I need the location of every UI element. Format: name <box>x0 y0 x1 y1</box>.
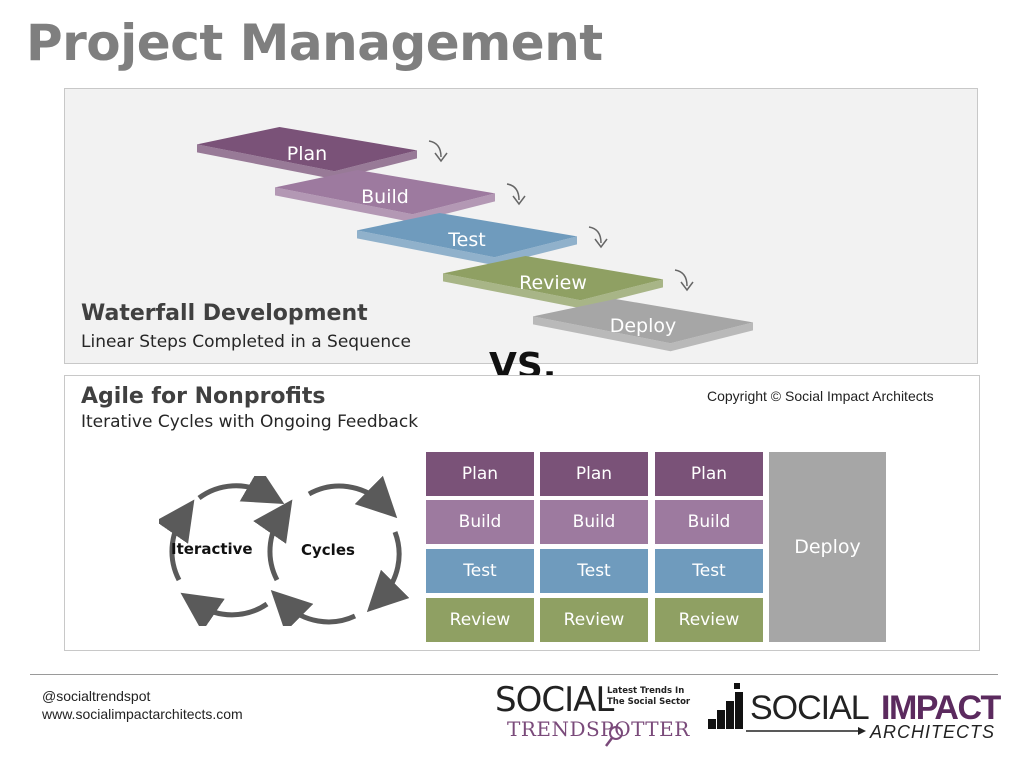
cycle-arrow-icon <box>366 531 409 613</box>
svg-text:The Social Sector: The Social Sector <box>607 697 691 707</box>
waterfall-step-label: Build <box>361 186 409 208</box>
svg-text:SOCIAL: SOCIAL <box>750 689 869 727</box>
copyright-text: Copyright © Social Impact Architects <box>707 388 934 404</box>
curved-arrow-icon <box>674 269 688 287</box>
cycle-left-label: Iteractive <box>171 540 253 558</box>
waterfall-step: Test <box>357 213 577 266</box>
waterfall-heading: Waterfall Development <box>81 301 368 326</box>
curved-arrow-head-icon <box>434 152 448 163</box>
agile-step-review: Review <box>655 598 763 642</box>
curved-arrow-head-icon <box>594 238 608 249</box>
svg-text:Latest Trends In: Latest Trends In <box>607 686 684 696</box>
cycle-arrow-icon <box>307 476 398 519</box>
cycle-diagram: Iteractive Cycles <box>159 476 409 626</box>
waterfall-step: Build <box>275 170 495 223</box>
curved-arrow-head-icon <box>512 195 526 206</box>
cycle-arrow-icon <box>270 589 357 626</box>
waterfall-step-label: Plan <box>287 143 327 165</box>
curved-arrow-icon <box>428 140 442 158</box>
footer-handle: @socialtrendspot <box>42 688 151 704</box>
agile-step-test: Test <box>655 549 763 593</box>
agile-step-plan: Plan <box>540 452 648 496</box>
agile-step-review: Review <box>540 598 648 642</box>
waterfall-subheading: Linear Steps Completed in a Sequence <box>81 332 411 352</box>
magnifier-icon <box>605 726 623 747</box>
cycle-arrow-icon <box>159 499 195 582</box>
cycle-right-label: Cycles <box>301 541 355 559</box>
waterfall-step: Plan <box>197 127 417 180</box>
svg-text:SOCIAL: SOCIAL <box>495 680 614 720</box>
svg-text:IMPACT: IMPACT <box>881 689 1002 727</box>
agile-step-test: Test <box>426 549 534 593</box>
waterfall-step-label: Test <box>447 229 485 251</box>
agile-deploy-block: Deploy <box>769 452 886 642</box>
agile-step-plan: Plan <box>655 452 763 496</box>
curved-arrow-icon <box>506 183 520 201</box>
agile-step-plan: Plan <box>426 452 534 496</box>
page-title: Project Management <box>26 14 603 72</box>
waterfall-step: Review <box>443 256 663 309</box>
agile-step-build: Build <box>540 500 648 544</box>
waterfall-step-label: Deploy <box>610 315 677 337</box>
agile-step-review: Review <box>426 598 534 642</box>
cycle-arrow-icon <box>197 476 285 504</box>
agile-step-test: Test <box>540 549 648 593</box>
curved-arrow-icon <box>588 226 602 244</box>
waterfall-step: Deploy <box>533 299 753 352</box>
cycle-arrow-icon <box>180 592 269 626</box>
agile-step-build: Build <box>655 500 763 544</box>
social-impact-architects-logo: SOCIAL IMPACT ARCHITECTS <box>708 683 1002 741</box>
stairs-icon <box>708 683 743 729</box>
cycle-arrow-icon <box>253 499 293 582</box>
agile-subheading: Iterative Cycles with Ongoing Feedback <box>81 412 419 432</box>
footer-divider <box>30 674 998 675</box>
waterfall-step-label: Review <box>519 272 587 294</box>
svg-text:ARCHITECTS: ARCHITECTS <box>869 722 995 741</box>
svg-text:TRENDSPOTTER: TRENDSPOTTER <box>507 717 690 741</box>
footer-url: www.socialimpactarchitects.com <box>42 706 243 722</box>
agile-heading: Agile for Nonprofits <box>81 384 326 409</box>
trendspotter-logo: SOCIAL Latest Trends In The Social Secto… <box>495 680 691 747</box>
agile-step-build: Build <box>426 500 534 544</box>
curved-arrow-head-icon <box>680 281 694 292</box>
